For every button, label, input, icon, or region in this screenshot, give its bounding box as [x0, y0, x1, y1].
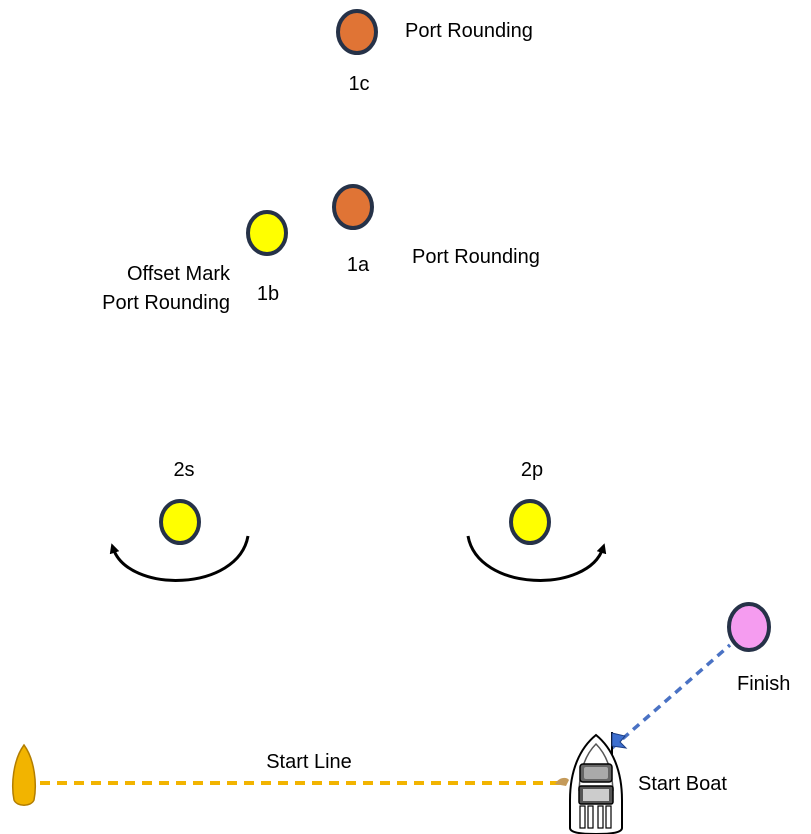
mark-1c-buoy	[336, 9, 378, 55]
start-boat-label: Start Boat	[638, 773, 727, 795]
mark-2s-id-label: 2s	[173, 459, 194, 481]
mark-1b-rounding-label: Port Rounding	[102, 292, 230, 314]
finish-mark-buoy	[727, 602, 771, 652]
mark-1b-buoy	[246, 210, 288, 256]
finish-line	[610, 643, 732, 750]
mark-1a-id-label: 1a	[347, 254, 370, 276]
start-line-label: Start Line	[266, 751, 352, 773]
mark-1a-buoy	[332, 184, 374, 230]
mark-1c-rounding-label: Port Rounding	[405, 20, 533, 42]
mark-1c-id-label: 1c	[348, 73, 369, 95]
mark-2s-buoy	[159, 499, 201, 545]
pin-boat	[12, 743, 36, 806]
mark-2p-rounding-arrow	[466, 535, 607, 582]
mark-1b-id-label: 1b	[257, 283, 279, 305]
start-boat	[555, 732, 628, 834]
mark-2p-buoy	[509, 499, 551, 545]
finish-label: Finish	[737, 673, 790, 695]
mark-1b-offset-label: Offset Mark	[127, 263, 231, 285]
mark-2p-id-label: 2p	[521, 459, 543, 481]
mark-1a-rounding-label: Port Rounding	[412, 246, 540, 268]
start-boat-flag	[611, 732, 628, 749]
mark-2s-rounding-arrow	[109, 535, 250, 582]
